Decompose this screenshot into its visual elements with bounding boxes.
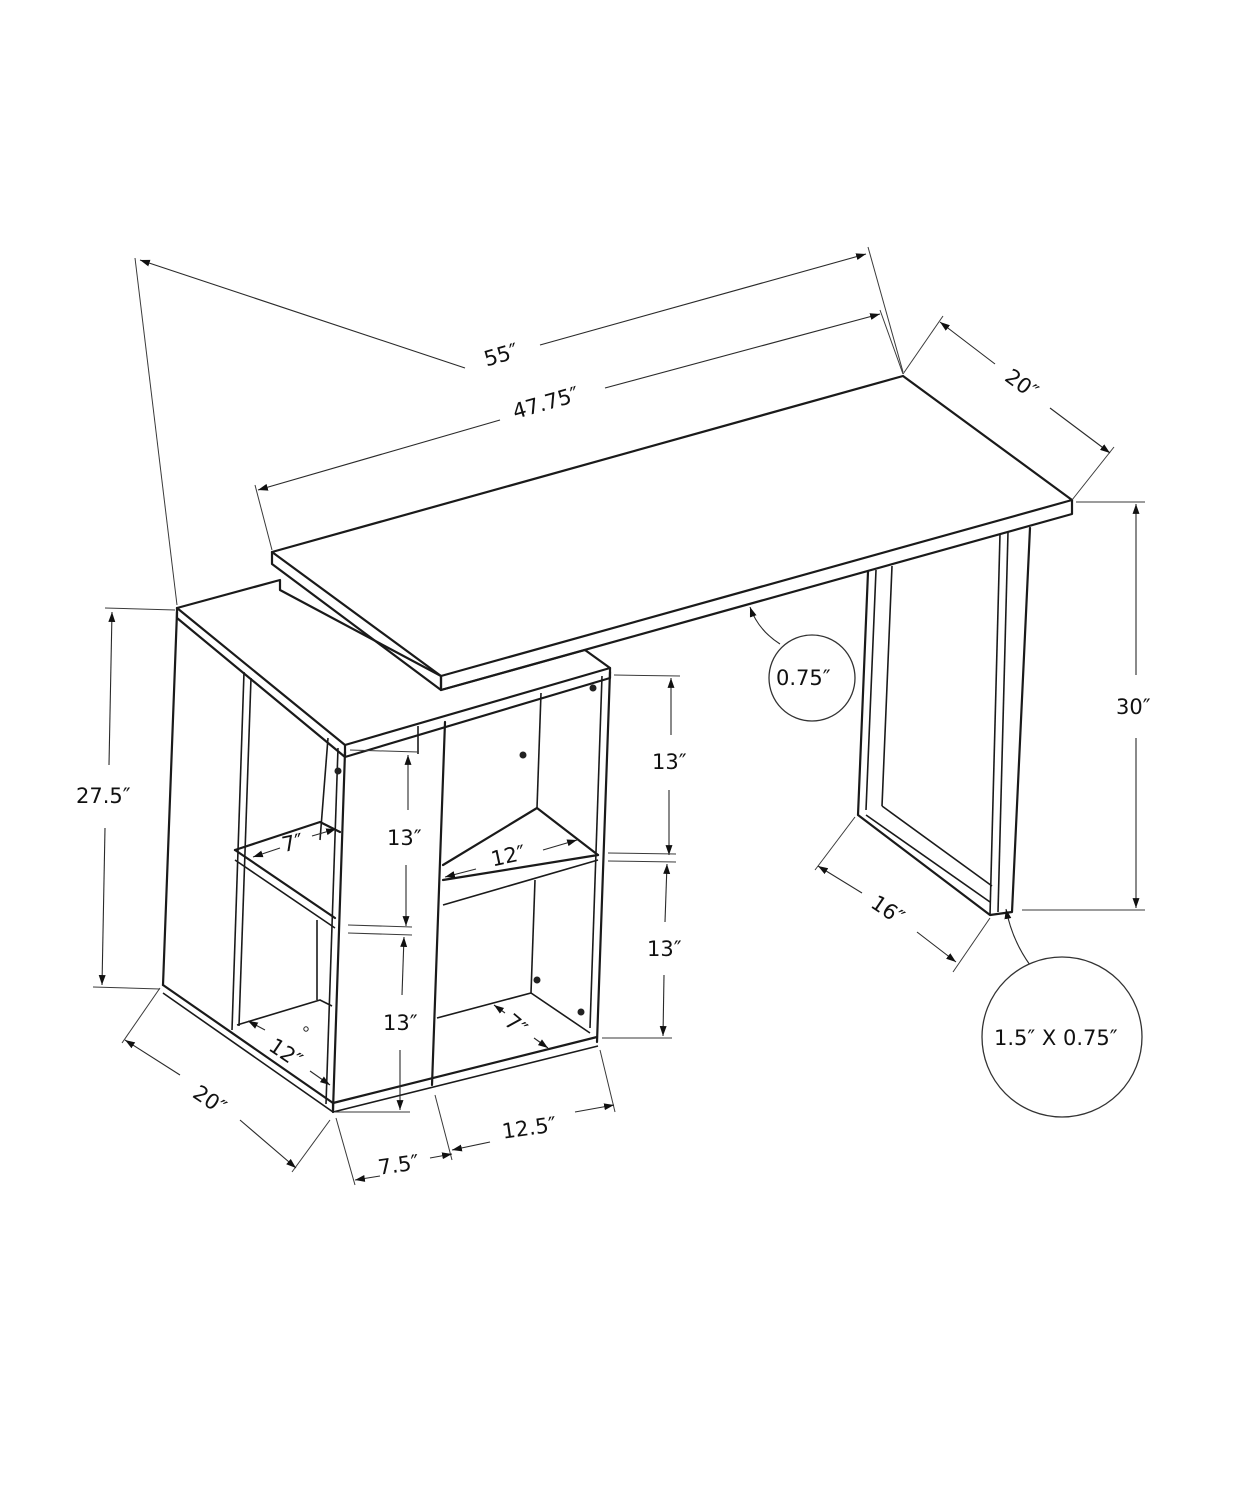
desktop xyxy=(270,374,1074,692)
dim-inner-lower-height: 13″ xyxy=(383,1011,418,1035)
dim-overall-height: 30″ xyxy=(1116,695,1151,719)
dim-cabinet-height: 27.5″ xyxy=(76,784,131,808)
dim-leg-profile: 1.5″ X 0.75″ xyxy=(994,1026,1118,1050)
dim-desktop-thickness: 0.75″ xyxy=(776,666,831,690)
metal-leg xyxy=(856,526,1032,917)
dim-outer-lower-height: 13″ xyxy=(647,937,682,961)
dim-inner-upper-height: 13″ xyxy=(387,826,422,850)
dim-shelf-upper-left-depth: 7″ xyxy=(279,829,306,857)
bookcase-cabinet xyxy=(161,578,612,1114)
dim-outer-upper-height: 13″ xyxy=(652,750,687,774)
thickness-callout-circle xyxy=(768,634,856,722)
dim-front-left-width: 7.5″ xyxy=(376,1150,421,1180)
leg-profile-callout-circle xyxy=(981,956,1143,1118)
dimension-lines xyxy=(92,246,1145,1186)
